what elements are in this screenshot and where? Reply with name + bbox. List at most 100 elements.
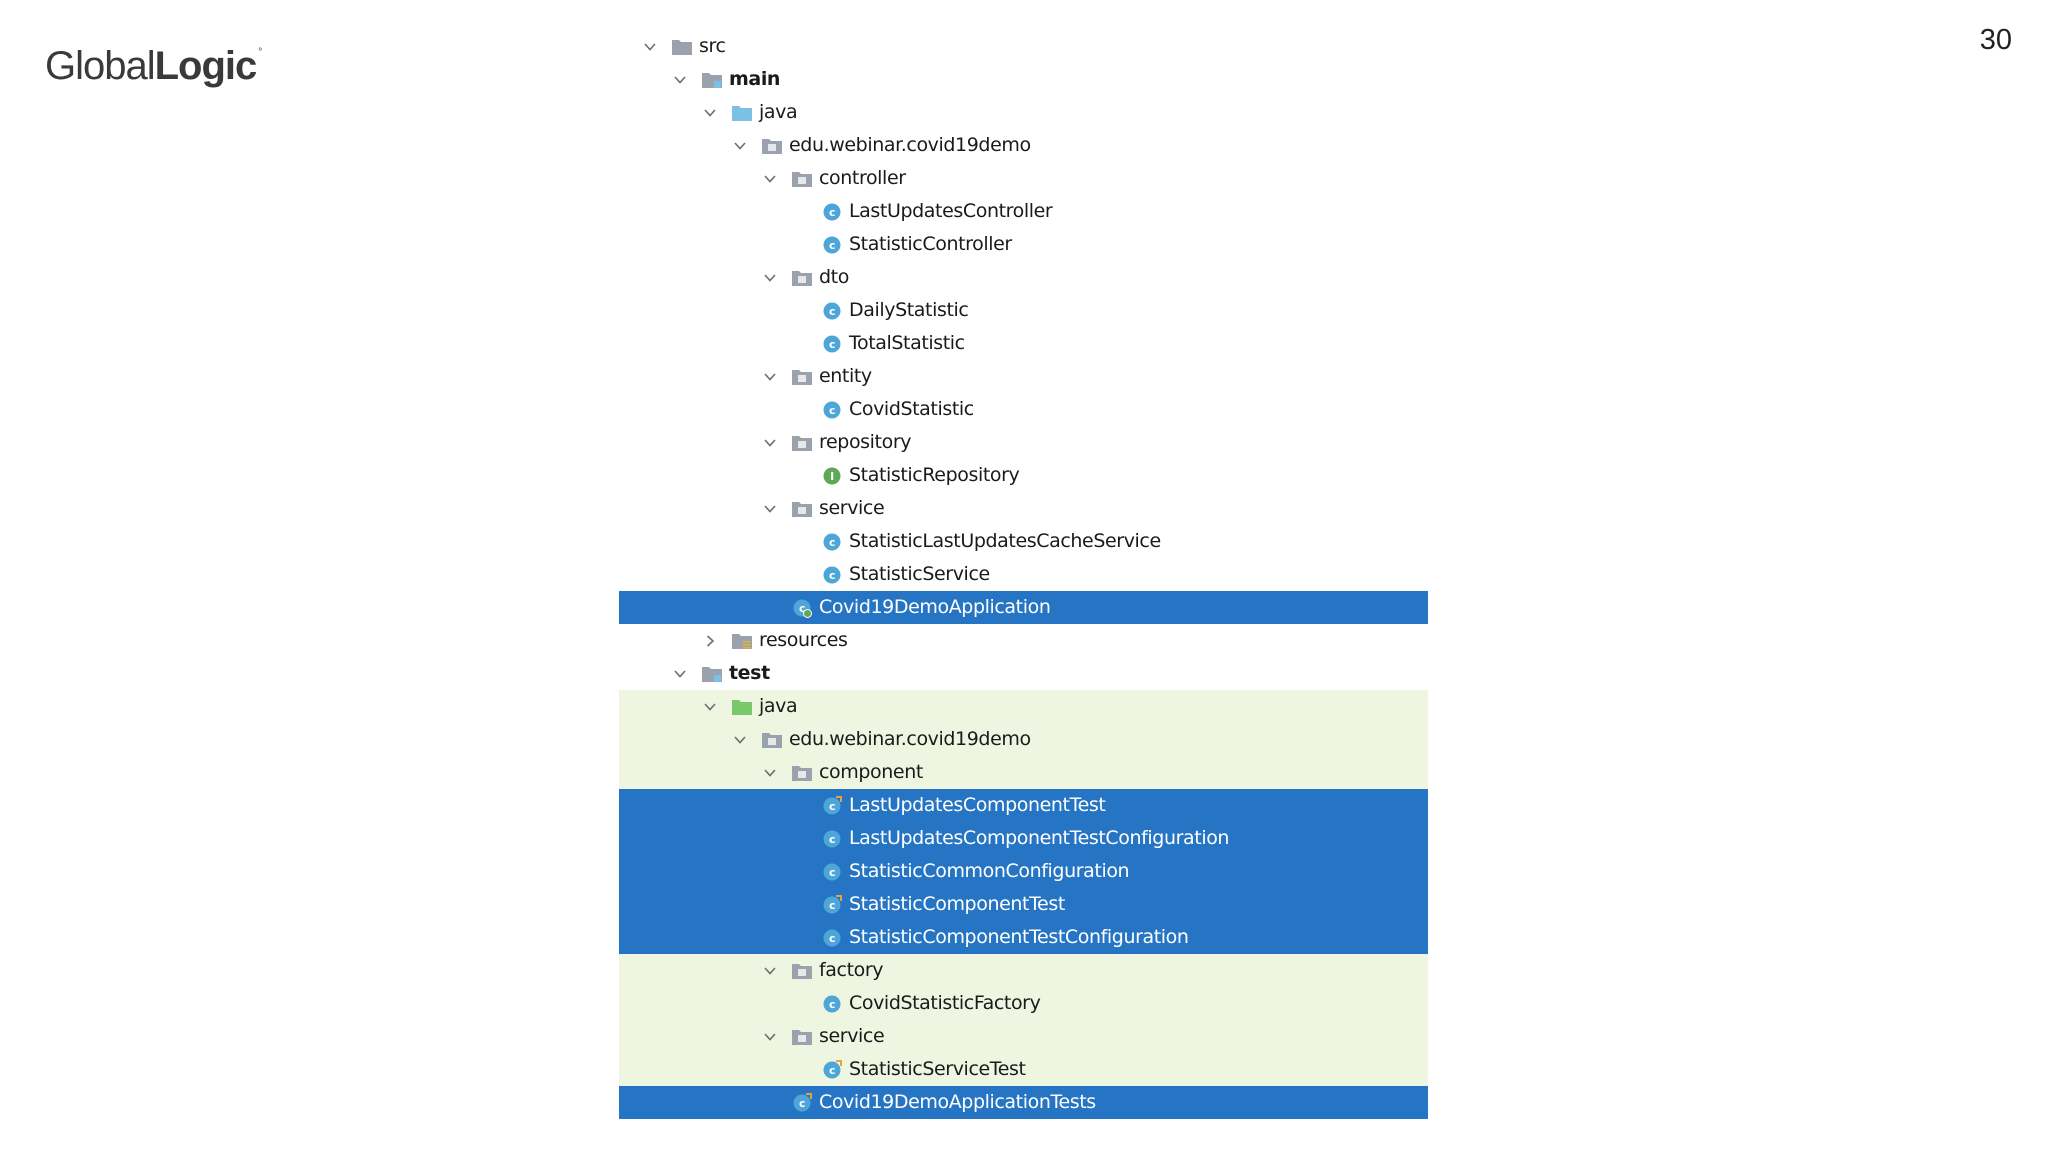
chevron-down-icon[interactable]	[701, 698, 719, 716]
chevron-down-icon[interactable]	[761, 269, 779, 287]
tree-item-statisticcommonconfiguration[interactable]: c StatisticCommonConfiguration	[619, 855, 1428, 888]
class-icon: c	[821, 400, 843, 420]
package-icon	[791, 433, 813, 453]
logo-registered-mark: °	[258, 47, 263, 58]
tree-item-label: CovidStatisticFactory	[849, 992, 1041, 1014]
chevron-down-icon[interactable]	[761, 368, 779, 386]
svg-text:I: I	[830, 470, 834, 483]
tree-item-label: DailyStatistic	[849, 299, 969, 321]
class-icon: c	[821, 565, 843, 585]
tree-item-label: CovidStatistic	[849, 398, 974, 420]
tree-item-test-java[interactable]: java	[619, 690, 1428, 723]
svg-text:c: c	[829, 833, 835, 846]
chevron-down-icon[interactable]	[761, 764, 779, 782]
class-icon: c	[821, 862, 843, 882]
tree-item-label: edu.webinar.covid19demo	[789, 134, 1031, 156]
tree-item-resources[interactable]: resources	[619, 624, 1428, 657]
test-folder-icon	[731, 697, 753, 717]
chevron-down-icon[interactable]	[701, 104, 719, 122]
tree-item-src[interactable]: src	[619, 30, 1428, 63]
test-class-icon: c	[821, 1059, 843, 1080]
tree-item-label: main	[729, 68, 781, 90]
chevron-down-icon[interactable]	[731, 731, 749, 749]
svg-text:c: c	[799, 1097, 805, 1110]
class-icon: c	[821, 334, 843, 354]
chevron-down-icon[interactable]	[761, 170, 779, 188]
tree-item-label: StatisticController	[849, 233, 1012, 255]
svg-text:c: c	[829, 899, 835, 912]
package-icon	[791, 961, 813, 981]
class-icon: c	[821, 994, 843, 1014]
tree-item-test-package[interactable]: edu.webinar.covid19demo	[619, 723, 1428, 756]
chevron-down-icon[interactable]	[671, 665, 689, 683]
chevron-right-icon[interactable]	[701, 632, 719, 650]
tree-item-main[interactable]: main	[619, 63, 1428, 96]
tree-item-test-service[interactable]: service	[619, 1020, 1428, 1053]
tree-item-main-package[interactable]: edu.webinar.covid19demo	[619, 129, 1428, 162]
chevron-down-icon[interactable]	[731, 137, 749, 155]
tree-item-dto[interactable]: dto	[619, 261, 1428, 294]
tree-item-test[interactable]: test	[619, 657, 1428, 690]
class-icon: c	[821, 202, 843, 222]
tree-item-statisticrepository[interactable]: I StatisticRepository	[619, 459, 1428, 492]
package-icon	[791, 268, 813, 288]
application-test-class-icon: c	[791, 1092, 813, 1113]
tree-item-main-service[interactable]: service	[619, 492, 1428, 525]
logo-light-text: Global	[45, 44, 156, 88]
tree-item-label: factory	[819, 959, 884, 981]
tree-item-factory[interactable]: factory	[619, 954, 1428, 987]
globallogic-logo: GlobalLogic°	[45, 28, 262, 91]
test-class-icon: c	[821, 894, 843, 915]
module-folder-icon	[701, 70, 723, 90]
tree-item-label: java	[759, 695, 798, 717]
tree-item-label: service	[819, 497, 885, 519]
package-icon	[791, 763, 813, 783]
chevron-down-icon[interactable]	[761, 1028, 779, 1046]
chevron-down-icon[interactable]	[761, 434, 779, 452]
tree-item-label: LastUpdatesComponentTestConfiguration	[849, 827, 1230, 849]
svg-text:c: c	[829, 998, 835, 1011]
tree-item-entity[interactable]: entity	[619, 360, 1428, 393]
chevron-down-icon[interactable]	[671, 71, 689, 89]
tree-item-component[interactable]: component	[619, 756, 1428, 789]
tree-item-statisticcomponenttest[interactable]: c StatisticComponentTest	[619, 888, 1428, 921]
tree-item-label: StatisticComponentTest	[849, 893, 1065, 915]
tree-item-label: StatisticCommonConfiguration	[849, 860, 1130, 882]
package-icon	[791, 367, 813, 387]
svg-text:c: c	[829, 866, 835, 879]
tree-item-lastupdatescomponenttestconfiguration[interactable]: c LastUpdatesComponentTestConfiguration	[619, 822, 1428, 855]
chevron-down-icon[interactable]	[761, 962, 779, 980]
tree-item-covidstatisticfactory[interactable]: c CovidStatisticFactory	[619, 987, 1428, 1020]
chevron-down-icon[interactable]	[641, 38, 659, 56]
tree-item-statisticcontroller[interactable]: c StatisticController	[619, 228, 1428, 261]
tree-item-statisticservice[interactable]: c StatisticService	[619, 558, 1428, 591]
tree-item-label: StatisticRepository	[849, 464, 1020, 486]
tree-item-label: test	[729, 662, 770, 684]
svg-text:c: c	[829, 932, 835, 945]
tree-item-controller[interactable]: controller	[619, 162, 1428, 195]
class-icon: c	[821, 928, 843, 948]
tree-item-label: StatisticService	[849, 563, 990, 585]
tree-item-statisticcomponenttestconfiguration[interactable]: c StatisticComponentTestConfiguration	[619, 921, 1428, 954]
tree-item-label: dto	[819, 266, 849, 288]
class-icon: c	[821, 829, 843, 849]
svg-text:c: c	[829, 536, 835, 549]
tree-item-main-java[interactable]: java	[619, 96, 1428, 129]
test-class-icon: c	[821, 795, 843, 816]
tree-item-label: StatisticComponentTestConfiguration	[849, 926, 1189, 948]
tree-item-covidstatistic[interactable]: c CovidStatistic	[619, 393, 1428, 426]
package-icon	[761, 730, 783, 750]
chevron-down-icon[interactable]	[761, 500, 779, 518]
svg-text:c: c	[829, 569, 835, 582]
tree-item-repository[interactable]: repository	[619, 426, 1428, 459]
class-icon: c	[821, 235, 843, 255]
tree-item-label: component	[819, 761, 923, 783]
